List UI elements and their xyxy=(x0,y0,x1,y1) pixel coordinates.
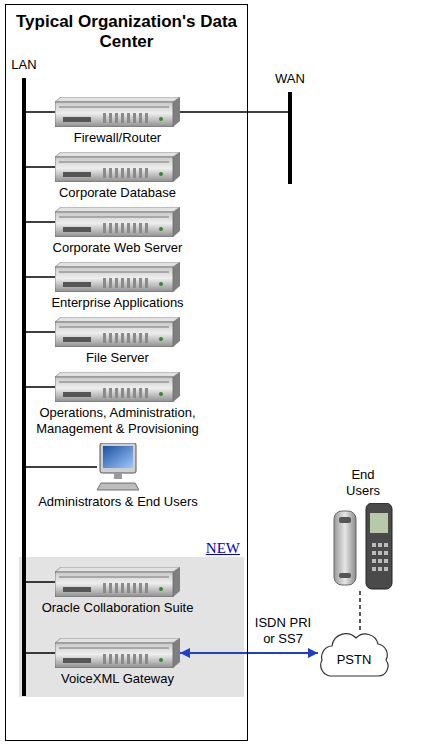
device-label: Corporate Database xyxy=(16,185,220,201)
new-group-band: NEWOracle Collaboration SuiteVoiceXML Ga… xyxy=(19,557,244,697)
text-holder: VoiceXML Gateway xyxy=(16,671,220,687)
device-label: Enterprise Applications xyxy=(16,295,220,311)
network-link xyxy=(26,581,55,583)
phone-node: End Users xyxy=(330,503,396,591)
server-node: Corporate Web Server xyxy=(55,207,180,237)
server-node: File Server xyxy=(55,317,180,347)
network-bus: WAN xyxy=(288,92,292,184)
server-node: VoiceXML Gateway xyxy=(55,638,180,668)
server-node: Operations, Administration, Management &… xyxy=(55,372,180,402)
wireless-link xyxy=(359,591,360,630)
text-holder: Operations, Administration, Management &… xyxy=(16,405,220,437)
network-link xyxy=(26,466,97,468)
text-holder: Oracle Collaboration Suite xyxy=(16,600,220,616)
network-link xyxy=(26,652,55,654)
cloud-label: PSTN xyxy=(337,652,372,668)
device-label: File Server xyxy=(16,350,220,366)
bus-label: LAN xyxy=(11,57,36,73)
text-holder: File Server xyxy=(16,350,220,366)
server-node: Corporate Database xyxy=(55,152,180,182)
server-icon xyxy=(55,567,180,597)
phone-icons xyxy=(330,503,396,591)
diagram-title: Typical Organization's Data Center xyxy=(14,12,239,52)
network-link xyxy=(26,386,55,388)
network-link xyxy=(26,221,55,223)
text-holder: PSTN xyxy=(337,652,372,668)
device-label: Firewall/Router xyxy=(16,130,220,146)
device-label: End Users xyxy=(341,467,385,499)
text-holder: Typical Organization's Data Center xyxy=(6,5,247,52)
server-icon xyxy=(55,152,180,182)
network-link xyxy=(26,166,55,168)
bus-label: WAN xyxy=(275,71,305,87)
server-icon xyxy=(55,262,180,292)
text-holder: WAN xyxy=(275,71,305,87)
data-center-frame: Typical Organization's Data CenterLANFir… xyxy=(5,4,248,741)
server-node: Enterprise Applications xyxy=(55,262,180,292)
server-node: Firewall/Router xyxy=(55,97,180,127)
server-icon xyxy=(55,372,180,402)
server-icon xyxy=(55,638,180,668)
server-icon xyxy=(55,317,180,347)
text-holder: LAN xyxy=(11,57,36,73)
server-icon xyxy=(55,97,180,127)
label-holder: ISDN PRI or SS7 xyxy=(252,615,314,647)
link-label: ISDN PRI or SS7 xyxy=(252,615,314,647)
server-node: Oracle Collaboration Suite xyxy=(55,567,180,597)
workstation-node: Administrators & End Users xyxy=(97,443,139,491)
network-link xyxy=(180,111,288,113)
device-label: Administrators & End Users xyxy=(16,494,220,510)
device-label: Oracle Collaboration Suite xyxy=(16,600,220,616)
device-label: VoiceXML Gateway xyxy=(16,671,220,687)
text-holder: Corporate Web Server xyxy=(16,240,220,256)
computer-icon xyxy=(97,443,139,491)
network-link xyxy=(26,111,55,113)
network-link xyxy=(26,331,55,333)
text-holder: Enterprise Applications xyxy=(16,295,220,311)
trunk-link xyxy=(180,652,318,654)
network-link xyxy=(26,276,55,278)
text-holder: NEW xyxy=(206,540,240,556)
pstn-cloud: PSTN xyxy=(318,630,390,682)
server-icon xyxy=(55,207,180,237)
new-tag: NEW xyxy=(206,540,240,556)
device-label: Corporate Web Server xyxy=(16,240,220,256)
text-holder: Administrators & End Users xyxy=(16,494,220,510)
text-holder: End Users xyxy=(341,467,385,499)
device-label: Operations, Administration, Management &… xyxy=(16,405,220,437)
network-bus: LAN xyxy=(22,78,26,696)
text-holder: Corporate Database xyxy=(16,185,220,201)
text-holder: Firewall/Router xyxy=(16,130,220,146)
